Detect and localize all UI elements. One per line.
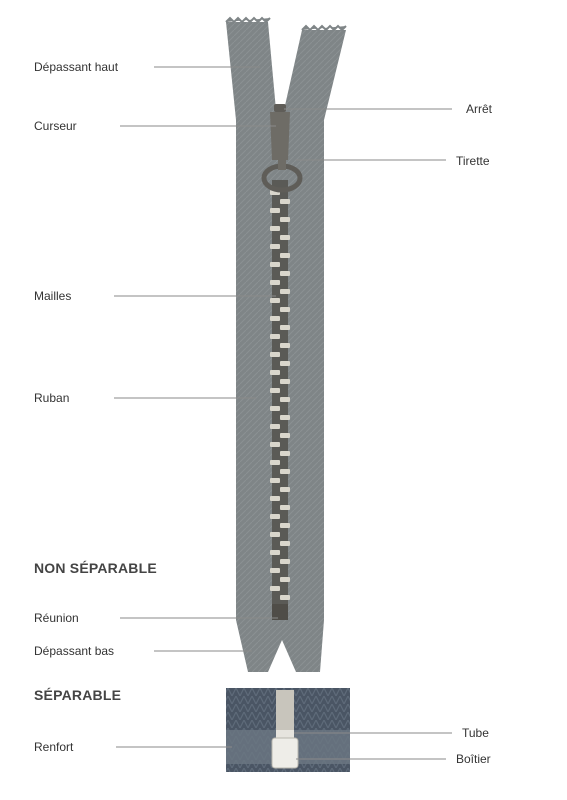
zipper-tooth (280, 469, 290, 474)
top-left-tape-end (226, 22, 276, 180)
label-mailles: Mailles (34, 289, 72, 303)
top-left-edge (225, 16, 271, 24)
zipper-tooth (270, 388, 280, 393)
zipper-tooth (270, 244, 280, 249)
label-arret: Arrêt (466, 102, 493, 116)
zipper-tooth (270, 334, 280, 339)
label-tube: Tube (462, 726, 489, 740)
zipper-tooth (270, 370, 280, 375)
zipper-tooth (280, 361, 290, 366)
zipper-tooth (270, 586, 280, 591)
zipper-tooth (280, 217, 290, 222)
zipper-tooth (270, 496, 280, 501)
zipper-tooth (280, 307, 290, 312)
teeth-group (270, 190, 290, 600)
zipper-tooth (270, 352, 280, 357)
label-renfort: Renfort (34, 740, 74, 754)
bottom-tape-end (236, 620, 324, 672)
zipper-tooth (270, 406, 280, 411)
zipper-tooth (280, 433, 290, 438)
zipper-tooth (270, 568, 280, 573)
zipper-tooth (280, 559, 290, 564)
top-right-tape-end (284, 30, 346, 180)
zipper-tooth (270, 316, 280, 321)
zipper-tooth (280, 235, 290, 240)
zipper-tooth (280, 271, 290, 276)
zipper-tooth (280, 199, 290, 204)
zipper-tooth (280, 415, 290, 420)
label-reunion: Réunion (34, 611, 79, 625)
heading-non-separable: NON SÉPARABLE (34, 560, 157, 576)
label-curseur: Curseur (34, 119, 77, 133)
label-depassant-haut: Dépassant haut (34, 60, 119, 74)
zipper-tooth (280, 577, 290, 582)
zipper-tooth (270, 226, 280, 231)
zipper-tooth (280, 289, 290, 294)
zipper-tooth (280, 343, 290, 348)
zipper-tooth (280, 253, 290, 258)
zipper-tooth (280, 451, 290, 456)
zipper-tooth (280, 487, 290, 492)
label-ruban: Ruban (34, 391, 70, 405)
separable-teeth (276, 690, 294, 734)
zipper-tooth (270, 532, 280, 537)
label-tirette: Tirette (456, 154, 490, 168)
zipper-tooth (280, 541, 290, 546)
zipper-tooth (270, 460, 280, 465)
zipper-tooth (270, 478, 280, 483)
zipper-tooth (280, 505, 290, 510)
top-stop (274, 104, 286, 112)
zipper-tooth (280, 325, 290, 330)
zipper-tooth (270, 298, 280, 303)
zipper-tooth (280, 379, 290, 384)
zipper-tooth (270, 280, 280, 285)
label-depassant-bas: Dépassant bas (34, 644, 115, 658)
zipper-tooth (280, 397, 290, 402)
heading-separable: SÉPARABLE (34, 687, 122, 703)
pull-neck (278, 150, 286, 170)
zipper-tooth (280, 595, 290, 600)
leader-lines (114, 66, 452, 760)
zipper-tooth (270, 514, 280, 519)
zipper-tooth (270, 550, 280, 555)
slider-body (270, 112, 290, 160)
zipper-tooth (270, 442, 280, 447)
zipper-tooth (270, 262, 280, 267)
top-right-edge (301, 24, 347, 32)
separable-box (271, 737, 299, 769)
zipper-tooth (280, 523, 290, 528)
zipper-tooth (270, 208, 280, 213)
bottom-stop (272, 604, 288, 620)
label-boitier: Boîtier (456, 752, 491, 766)
zipper-tooth (270, 424, 280, 429)
